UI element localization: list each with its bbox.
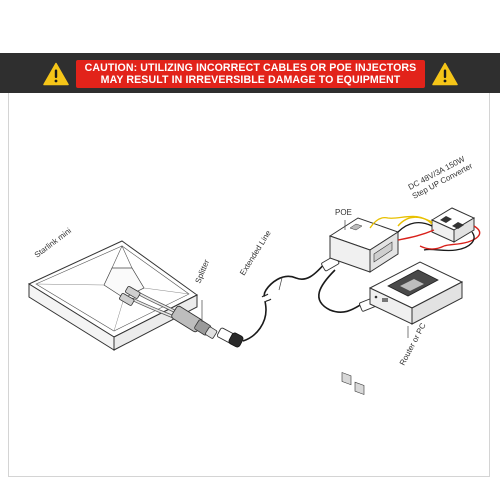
label-extended-line: Extended Line (238, 228, 273, 277)
cable-break (262, 296, 271, 304)
label-splitter: Splitter (194, 258, 212, 285)
dc-step-up-converter (430, 207, 476, 243)
converter-output-wires (419, 225, 481, 252)
caution-text-line-2: MAY RESULT IN IRREVERSIBLE DAMAGE TO EQU… (100, 74, 401, 86)
starlink-mini-dish (27, 240, 198, 351)
router-or-pc (368, 261, 464, 325)
poe-to-router-cable (318, 269, 363, 313)
power-wires (369, 215, 435, 241)
extended-line-cable (242, 261, 327, 342)
label-starlink-mini: Starlink mini (33, 226, 73, 260)
splitter (171, 305, 218, 339)
warning-triangle-icon (432, 62, 458, 86)
extended-line-leader (278, 277, 283, 291)
diagram-frame (8, 93, 490, 477)
caution-box: CAUTION: UTILIZING INCORRECT CABLES OR P… (76, 60, 425, 88)
caution-text-line-1: CAUTION: UTILIZING INCORRECT CABLES OR P… (84, 62, 417, 74)
coax-connector (216, 327, 244, 348)
label-router-or-pc: Router or PC (398, 321, 428, 367)
label-poe: POE (335, 208, 352, 217)
warning-triangle-icon (43, 62, 69, 86)
poe-injector (328, 217, 400, 395)
